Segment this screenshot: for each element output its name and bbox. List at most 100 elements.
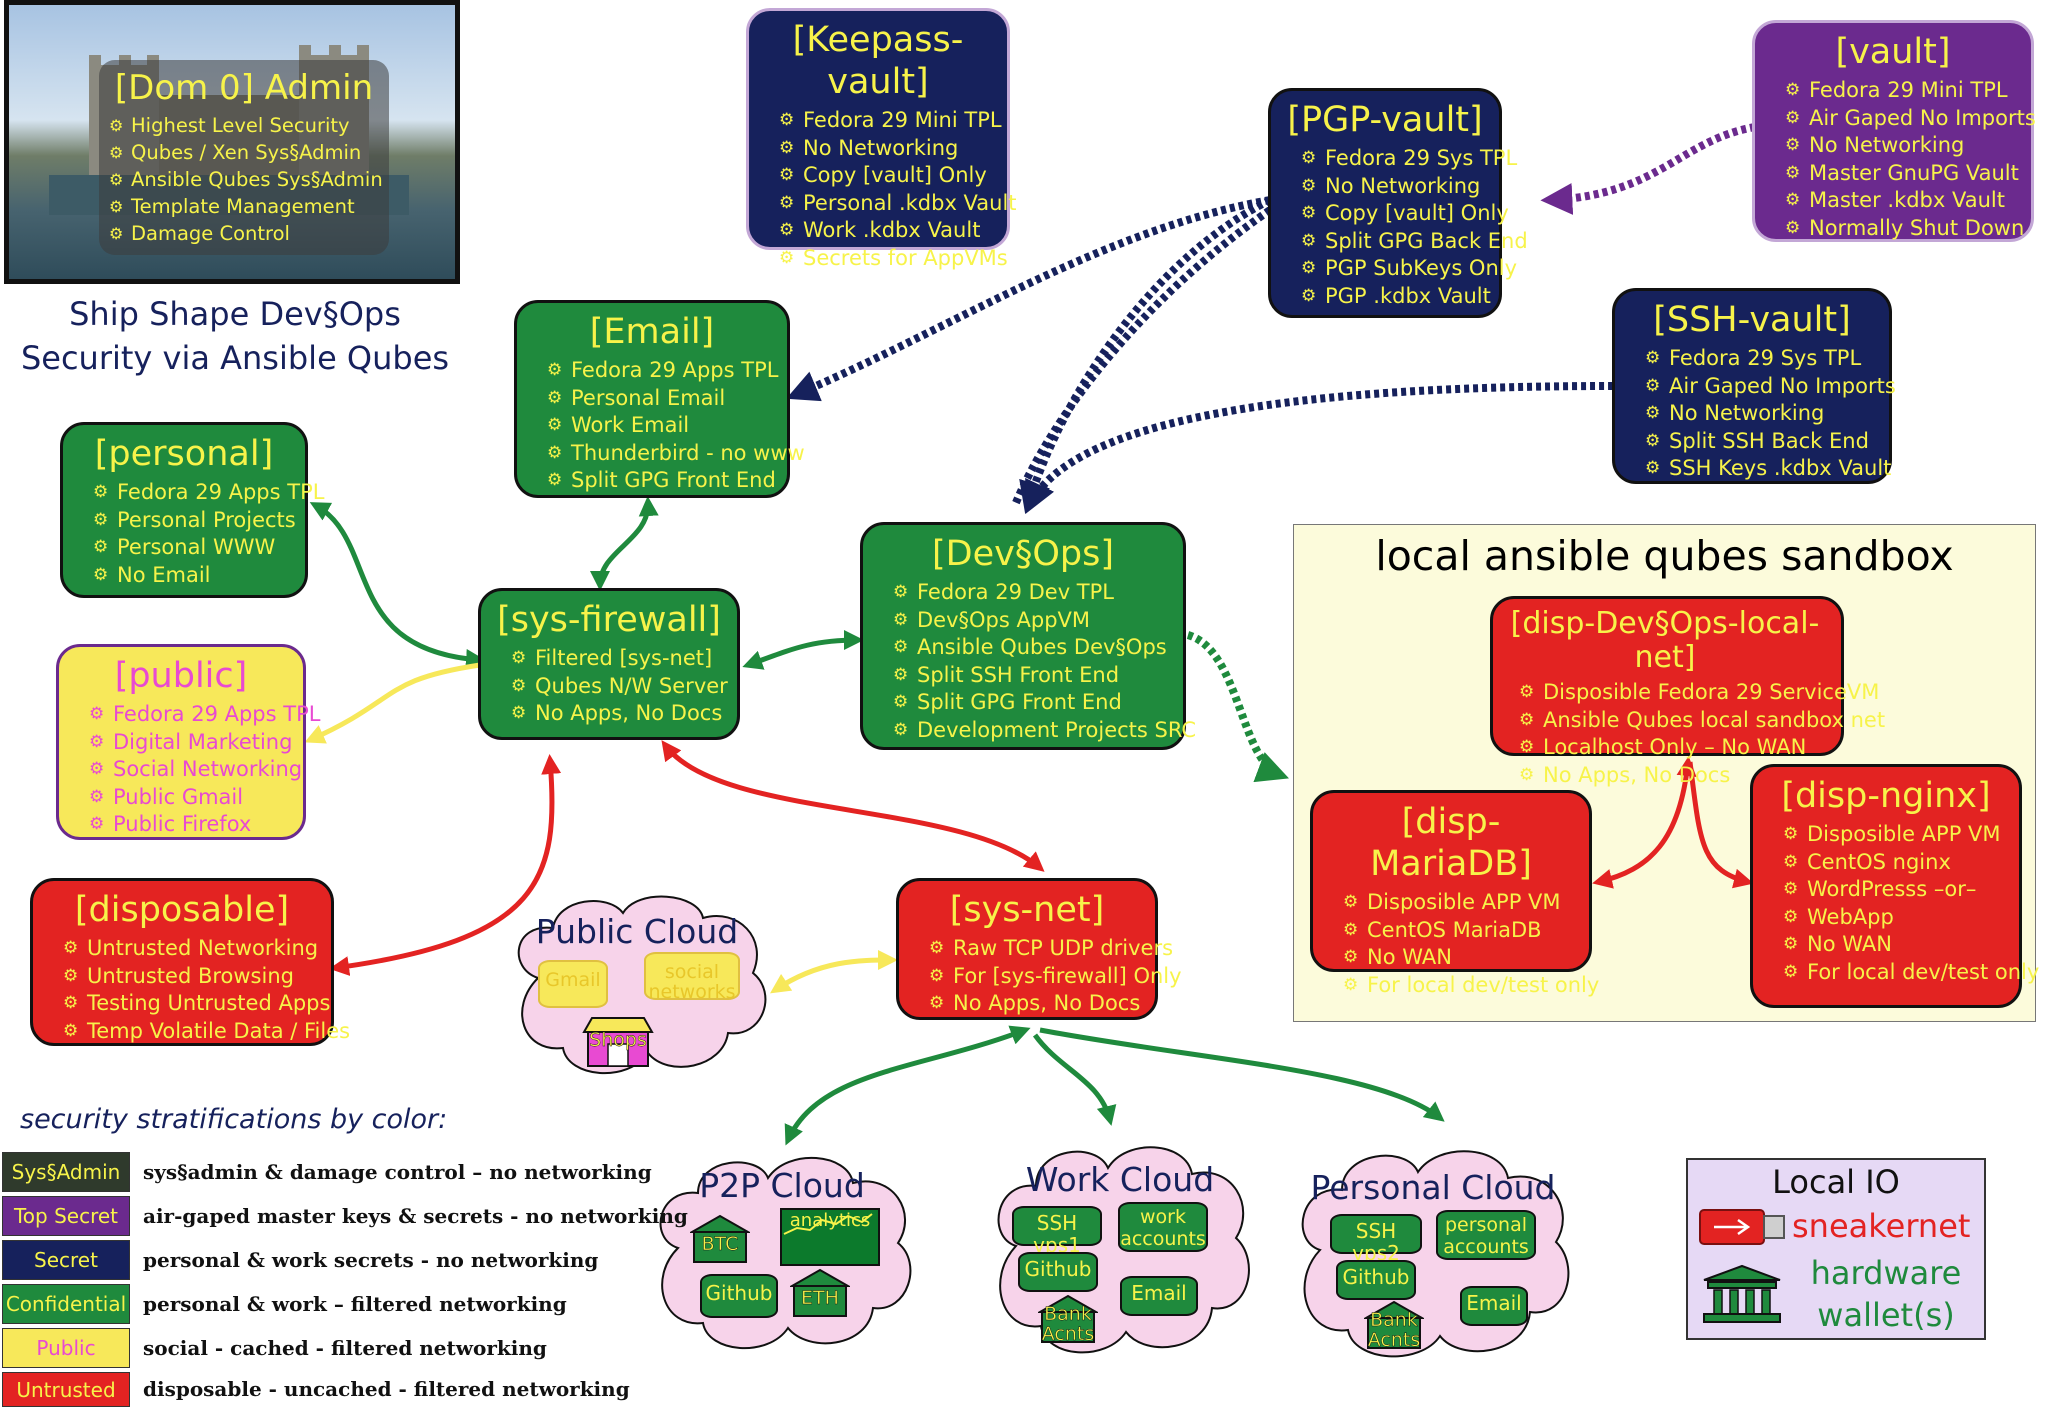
- disp-devops-box: [disp-Dev§Ops-local-net] Disposible Fedo…: [1490, 596, 1885, 789]
- keepass-item: Fedora 29 Mini TPL: [779, 107, 1002, 135]
- keepass-vault-list: Fedora 29 Mini TPL No Networking Copy [v…: [779, 107, 1017, 272]
- disposable-item: Untrusted Networking: [63, 935, 318, 963]
- pgp-vault-box: [PGP-vault] Fedora 29 Sys TPL No Network…: [1268, 88, 1528, 318]
- keepass-item: No Networking: [779, 135, 991, 163]
- link-personal-firewall: [309, 502, 486, 669]
- disp-nginx-list: Disposible APP VM CentOS nginx WordPress…: [1783, 821, 2039, 986]
- sandbox-title: local ansible qubes sandbox: [1375, 532, 1954, 580]
- firewall-item: Qubes N/W Server: [511, 673, 728, 701]
- work-cloud: Work Cloud SSH vps1 work accounts Github…: [986, 1136, 1254, 1364]
- vault-item: Master GnuPG Vault: [1785, 160, 2019, 188]
- legend-desc: air-gaped master keys & secrets - no net…: [143, 1204, 688, 1228]
- link-pgp-devops-2: [1011, 206, 1273, 507]
- ssh-item: No Networking: [1645, 400, 1873, 428]
- email-item: Thunderbird - no www: [547, 440, 805, 468]
- public-cloud-title: Public Cloud: [535, 912, 739, 951]
- pgp-vault-title: [PGP-vault]: [1287, 100, 1483, 140]
- work-accounts-scroll: work accounts: [1118, 1202, 1208, 1252]
- social-networks-scroll: social networks: [644, 952, 740, 1002]
- bank-icon: [1364, 1300, 1424, 1349]
- hardware-wallet-label: hardware wallet(s): [1810, 1254, 1962, 1334]
- legend-row: Top Secret air-gaped master keys & secre…: [2, 1196, 688, 1236]
- email-cylinder: Email: [1120, 1276, 1198, 1316]
- bank-icon: [690, 1214, 750, 1263]
- legend-swatch: Confidential: [2, 1284, 130, 1324]
- dom0-item: Ansible Qubes Sys§Admin: [109, 166, 383, 193]
- legend-row: Untrusted disposable - uncached - filter…: [2, 1372, 642, 1407]
- ssh-vault-title: [SSH-vault]: [1653, 300, 1851, 340]
- disposable-list: Untrusted Networking Untrusted Browsing …: [63, 935, 350, 1045]
- bank-icon: [790, 1268, 850, 1317]
- public-list: Fedora 29 Apps TPL Digital Marketing Soc…: [89, 701, 320, 839]
- analytics-screen: analytics: [780, 1208, 880, 1266]
- keepass-vault-box: [Keepass-vault] Fedora 29 Mini TPL No Ne…: [746, 8, 1017, 272]
- dom0-list: Highest Level Security Qubes / Xen Sys§A…: [109, 112, 383, 247]
- title-line-2: Security via Ansible Qubes: [20, 339, 450, 377]
- page-title: Ship Shape Dev§Ops Security via Ansible …: [10, 292, 460, 380]
- legend-row: Confidential personal & work – filtered …: [2, 1284, 642, 1324]
- firewall-item: Filtered [sys-net]: [511, 645, 721, 673]
- disp-nginx-title: [disp-nginx]: [1781, 776, 1991, 816]
- link-sysnet-p2p: [784, 1025, 1031, 1146]
- email-item: Personal Email: [547, 385, 771, 413]
- legend-desc: social - cached - filtered networking: [143, 1336, 547, 1360]
- personal-item: Personal Projects: [93, 507, 296, 535]
- vault-item: Fedora 29 Mini TPL: [1785, 77, 2015, 105]
- p2p-cloud-title: P2P Cloud: [699, 1166, 865, 1205]
- pgp-item: No Networking: [1301, 173, 1483, 201]
- link-firewall-sysnet: [661, 740, 1045, 872]
- vault-title: [vault]: [1835, 32, 1951, 72]
- sys-net-title: [sys-net]: [949, 890, 1105, 930]
- link-email-firewall: [590, 496, 659, 591]
- vault-item: Air Gaped No Imports: [1785, 105, 2036, 133]
- github-cylinder: Github: [1018, 1252, 1098, 1292]
- ssh-item: Split SSH Back End: [1645, 428, 1873, 456]
- disp-devops-item: Localhost Only – No WAN: [1519, 734, 1825, 762]
- ssh-item: Air Gaped No Imports: [1645, 373, 1896, 401]
- analytics-chart-icon: [783, 1213, 873, 1235]
- disp-mariadb-list: Disposible APP VM CentOS MariaDB No WAN …: [1343, 889, 1599, 1000]
- devops-item: Ansible Qubes Dev§Ops: [893, 634, 1167, 662]
- dom0-item: Damage Control: [109, 220, 379, 247]
- disp-nginx-item: No WAN: [1783, 931, 2003, 959]
- bank-icon: [1038, 1294, 1098, 1343]
- link-sysnet-personal: [1039, 1027, 1445, 1122]
- dom0-item: Template Management: [109, 193, 379, 220]
- link-disposable-firewall: [329, 754, 562, 977]
- p2p-cloud: P2P Cloud BTC analytics Github ETH: [648, 1148, 916, 1358]
- legend-desc: disposable - uncached - filtered network…: [143, 1377, 630, 1401]
- email-list: Fedora 29 Apps TPL Personal Email Work E…: [547, 357, 805, 495]
- email-title: [Email]: [589, 312, 715, 352]
- disp-maria-item: Disposible APP VM: [1343, 889, 1573, 917]
- usb-drive-icon: [1699, 1209, 1785, 1245]
- devops-title: [Dev§Ops]: [931, 534, 1114, 574]
- disp-mariadb-title: [disp-MariaDB]: [1370, 802, 1532, 884]
- sysnet-item: Raw TCP UDP drivers: [929, 935, 1173, 963]
- disposable-box: [disposable] Untrusted Networking Untrus…: [30, 878, 350, 1046]
- dom0-title: [Dom 0] Admin: [114, 68, 374, 108]
- disp-maria-item: For local dev/test only: [1343, 972, 1599, 1000]
- email-cylinder: Email: [1460, 1286, 1528, 1326]
- devops-item: Split GPG Front End: [893, 689, 1167, 717]
- disp-nginx-item: WordPresss –or–: [1783, 876, 2003, 904]
- cloud-shape: [517, 895, 767, 1074]
- devops-box: [Dev§Ops] Fedora 29 Dev TPL Dev§Ops AppV…: [860, 522, 1196, 750]
- dom0-admin-panel: [Dom 0] Admin Highest Level Security Qub…: [4, 0, 460, 284]
- pgp-item: Fedora 29 Sys TPL: [1301, 145, 1517, 173]
- pgp-item: Split GPG Back End: [1301, 228, 1528, 256]
- analytics-label: analytics: [789, 1210, 871, 1231]
- work-cloud-title: Work Cloud: [1025, 1160, 1215, 1199]
- disposable-item: Untrusted Browsing: [63, 963, 315, 991]
- pgp-item: PGP .kdbx Vault: [1301, 283, 1491, 311]
- github-cylinder: Github: [1336, 1260, 1416, 1300]
- bank-acnts-label: Bank Acnts: [1041, 1303, 1095, 1345]
- link-devops-sandbox: [1186, 631, 1289, 783]
- legend-desc: sys§admin & damage control – no networki…: [143, 1160, 652, 1184]
- legend-swatch: Top Secret: [2, 1196, 130, 1236]
- vault-item: Master .kdbx Vault: [1785, 187, 2015, 215]
- disposable-title: [disposable]: [74, 890, 290, 930]
- link-public-firewall: [304, 662, 481, 744]
- sneakernet-label: sneakernet: [1792, 1207, 1971, 1245]
- public-item: Social Networking: [89, 756, 302, 784]
- eth-label: ETH: [801, 1287, 839, 1309]
